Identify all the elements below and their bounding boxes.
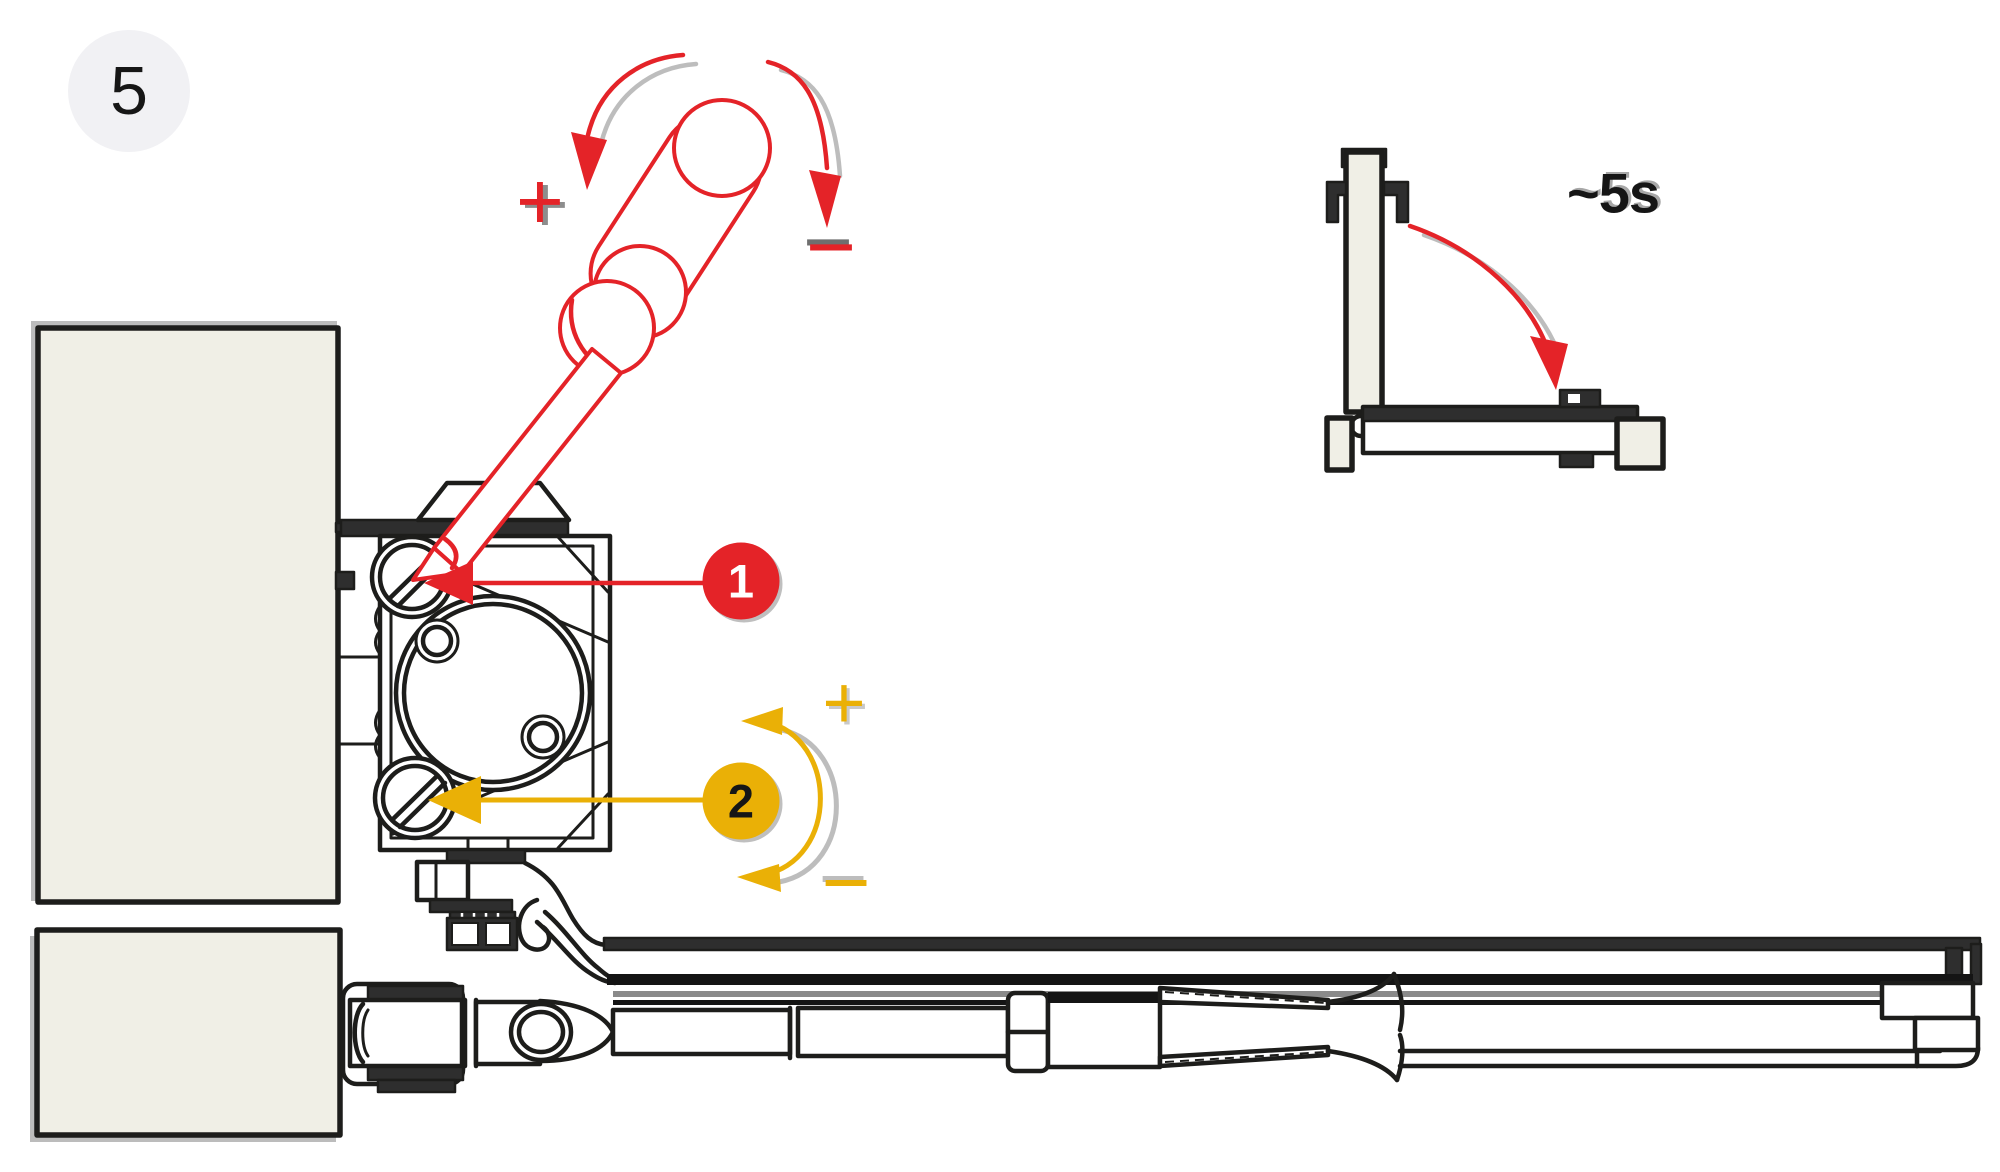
plus-symbol-screwdriver: + [516, 156, 564, 247]
minus-symbol-screwdriver: − [805, 199, 857, 295]
callout-1-label: 1 [727, 554, 755, 608]
callout-2-label: 2 [727, 774, 755, 828]
door-closer-body [339, 480, 625, 986]
rotation-arc-valve-2 [737, 707, 839, 892]
door-swing-arrow [1407, 223, 1568, 390]
rotation-arrow-minus [765, 59, 843, 228]
step-number-badge: 5 [68, 30, 190, 152]
callout-2-badge: 2 [702, 762, 780, 840]
closer-spindle-foot [414, 848, 527, 952]
door-swing-diagram [1324, 147, 1666, 473]
rotation-arrow-plus [571, 52, 699, 190]
arm-shoe-bracket [340, 981, 466, 1094]
leader-line-1 [424, 561, 707, 605]
screwdriver-icon [411, 98, 772, 582]
arm-fork [1325, 971, 1405, 1083]
plus-symbol-valve-2: + [822, 661, 866, 744]
leader-line-2 [428, 776, 709, 824]
step-number: 5 [110, 53, 148, 129]
minus-symbol-valve-2: − [821, 835, 871, 929]
open-door-leaf [1343, 149, 1385, 415]
cam-circle [393, 593, 593, 793]
slider-block [1879, 980, 1976, 1021]
closing-time-label: ~5s [1567, 161, 1660, 225]
closer-arm-assembly [340, 971, 1981, 1094]
frame-profile-section [31, 321, 384, 905]
link-curves [516, 860, 625, 986]
callout-1-badge: 1 [702, 542, 780, 620]
adjustment-screw-2 [372, 755, 458, 841]
slide-rail [602, 936, 1983, 1005]
door-leaf-profile-section [30, 927, 343, 1142]
